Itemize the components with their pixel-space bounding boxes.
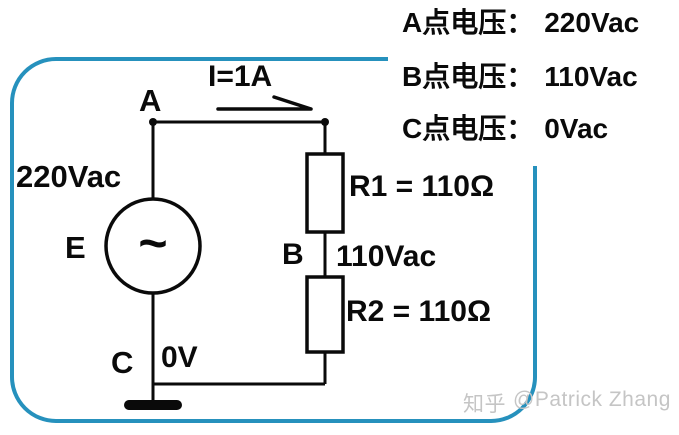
resistor-r1-body [305,152,345,234]
node-c-voltage-label: 0V [161,341,198,374]
reading-b-value: 110Vac [544,61,638,92]
reading-c-value: 0Vac [544,113,609,144]
node-c-label: C [111,345,134,380]
reading-b-label: B点电压： [402,61,535,92]
reading-c-label: C点电压： [402,113,535,144]
node-a-junction-dot [149,118,157,126]
watermark-site: 知乎 [463,393,506,416]
resistor-r1-label: R1 = 110Ω [349,170,494,203]
node-b-label: B [282,238,304,271]
resistor-r2-body [305,275,345,354]
current-label: I=1A [208,60,273,93]
reading-row-c: C点电压： 0Vac [402,112,608,146]
ac-sine-symbol: ~ [138,215,168,271]
ac-source-circle [104,197,202,295]
node-b-voltage-label: 110Vac [336,240,437,273]
reading-a-label: A点电压： [402,7,535,38]
top-right-junction-dot [321,118,329,126]
watermark: 知乎 @Patrick Zhang [463,388,671,418]
watermark-author: @Patrick Zhang [513,388,671,411]
source-voltage-label: 220Vac [16,159,122,194]
node-a-label: A [139,83,162,118]
reading-a-value: 220Vac [544,7,640,38]
reading-row-b: B点电压： 110Vac [402,60,638,94]
source-name-label: E [65,230,86,265]
reading-row-a: A点电压： 220Vac [402,6,639,40]
current-arrow-icon [216,95,313,111]
resistor-r2-label: R2 = 110Ω [346,295,491,328]
frame-border [10,57,537,423]
readings-panel-background [388,0,679,166]
